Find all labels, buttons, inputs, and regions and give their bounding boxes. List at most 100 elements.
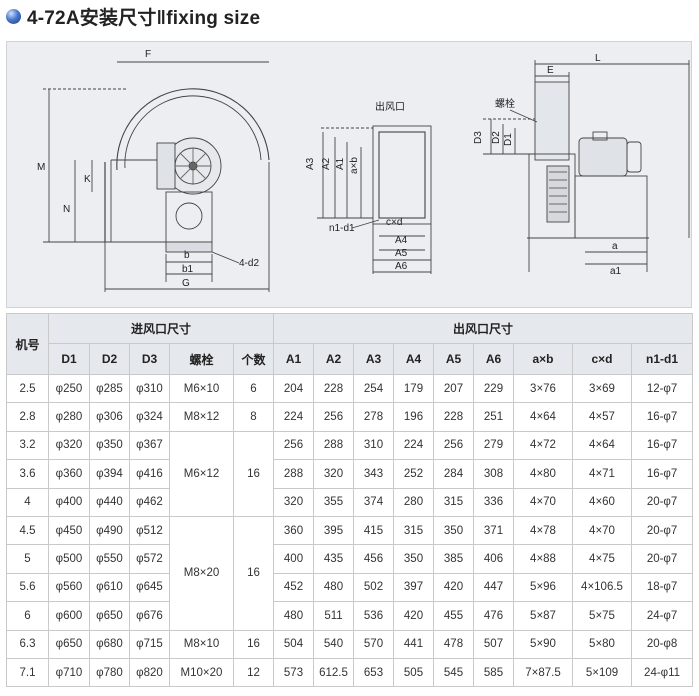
cell-axb: 4×70 (513, 487, 573, 517)
installation-drawing: F M K N b b1 G 4-d2 出风口 A3 (6, 41, 692, 308)
cell-n1d1: 20-φ7 (630, 515, 694, 546)
cell-D1: φ650 (48, 629, 90, 659)
cell-A2: 320 (313, 459, 354, 489)
dim-E-label: E (547, 65, 554, 76)
cell-A4: 179 (393, 373, 434, 404)
cell-A1: 480 (273, 601, 314, 631)
cell-D3: φ572 (129, 544, 170, 574)
cell-A6: 585 (473, 657, 514, 688)
cell-A6: 406 (473, 544, 514, 574)
cell-n1d1: 18-φ7 (630, 572, 694, 603)
col-header: A3 (353, 343, 394, 375)
cell-A4: 505 (393, 657, 434, 688)
cell-axb: 4×88 (513, 544, 573, 574)
cell-cxd: 4×64 (572, 430, 632, 461)
cell-machine-no: 6.3 (6, 629, 49, 659)
dim-A6-label: A6 (395, 261, 408, 272)
col-header: A1 (273, 343, 314, 375)
cell-D3: φ676 (129, 601, 170, 631)
cell-n1d1: 12-φ7 (630, 373, 694, 404)
cell-A1: 400 (273, 544, 314, 574)
cell-A6: 447 (473, 572, 514, 603)
cell-A3: 254 (353, 373, 394, 404)
cell-machine-no: 7.1 (6, 657, 49, 688)
dim-cxd-label: c×d (386, 217, 402, 228)
cell-axb: 4×64 (513, 402, 573, 432)
cell-bolt-count: 16 (233, 430, 274, 517)
col-header: a×b (513, 343, 573, 375)
dim-axb-label: a×b (349, 157, 360, 174)
cell-cxd: 4×71 (572, 459, 632, 489)
cell-A5: 455 (433, 601, 474, 631)
cell-D2: φ440 (89, 487, 130, 517)
cell-A5: 315 (433, 487, 474, 517)
cell-D1: φ500 (48, 544, 90, 574)
cell-A2: 511 (313, 601, 354, 631)
cell-D3: φ367 (129, 430, 170, 461)
cell-A6: 308 (473, 459, 514, 489)
dim-A4-label: A4 (395, 235, 408, 246)
cell-D3: φ416 (129, 459, 170, 489)
cell-cxd: 4×75 (572, 544, 632, 574)
cell-n1d1: 16-φ7 (630, 459, 694, 489)
cell-A2: 256 (313, 402, 354, 432)
cell-axb: 7×87.5 (513, 657, 573, 688)
dim-G-label: G (182, 278, 190, 289)
cell-D1: φ360 (48, 459, 90, 489)
cell-bolt: M10×20 (169, 657, 234, 688)
cell-A5: 350 (433, 515, 474, 546)
dim-A1-label: A1 (335, 157, 346, 170)
dim-n1d1-label: n1-d1 (329, 223, 355, 234)
dim-A3-label: A3 (305, 157, 316, 170)
cell-machine-no: 5 (6, 544, 49, 574)
header-jihao: 机号 (6, 313, 49, 375)
cell-A5: 228 (433, 402, 474, 432)
col-header: A4 (393, 343, 434, 375)
cell-A2: 395 (313, 515, 354, 546)
cell-A2: 355 (313, 487, 354, 517)
cell-D1: φ600 (48, 601, 90, 631)
cell-A4: 196 (393, 402, 434, 432)
dim-D2-label: D2 (491, 131, 502, 144)
header-inlet: 进风口尺寸 (48, 313, 274, 344)
cell-cxd: 5×80 (572, 629, 632, 659)
cell-D3: φ310 (129, 373, 170, 404)
cell-A2: 480 (313, 572, 354, 603)
cell-D2: φ780 (89, 657, 130, 688)
cell-D2: φ610 (89, 572, 130, 603)
cell-A3: 343 (353, 459, 394, 489)
col-header: D3 (129, 343, 170, 375)
cell-A4: 224 (393, 430, 434, 461)
outlet-flange-view (317, 125, 432, 274)
col-header: 个数 (233, 343, 274, 375)
cell-A4: 252 (393, 459, 434, 489)
cell-D1: φ560 (48, 572, 90, 603)
cell-cxd: 5×75 (572, 601, 632, 631)
cell-A2: 228 (313, 373, 354, 404)
cell-A3: 278 (353, 402, 394, 432)
cell-bolt: M6×12 (169, 430, 234, 517)
cell-bolt: M8×20 (169, 515, 234, 631)
col-header: n1-d1 (630, 343, 694, 375)
cell-A2: 435 (313, 544, 354, 574)
cell-A6: 476 (473, 601, 514, 631)
cell-axb: 4×78 (513, 515, 573, 546)
cell-A3: 374 (353, 487, 394, 517)
cell-machine-no: 5.6 (6, 572, 49, 603)
cell-A3: 456 (353, 544, 394, 574)
cell-D2: φ350 (89, 430, 130, 461)
cell-A3: 502 (353, 572, 394, 603)
cell-n1d1: 24-φ7 (630, 601, 694, 631)
cell-D2: φ394 (89, 459, 130, 489)
cell-D2: φ490 (89, 515, 130, 546)
col-header: A2 (313, 343, 354, 375)
cell-A5: 420 (433, 572, 474, 603)
cell-A6: 507 (473, 629, 514, 659)
cell-cxd: 4×106.5 (572, 572, 632, 603)
dim-F-label: F (145, 49, 151, 60)
cell-A6: 336 (473, 487, 514, 517)
